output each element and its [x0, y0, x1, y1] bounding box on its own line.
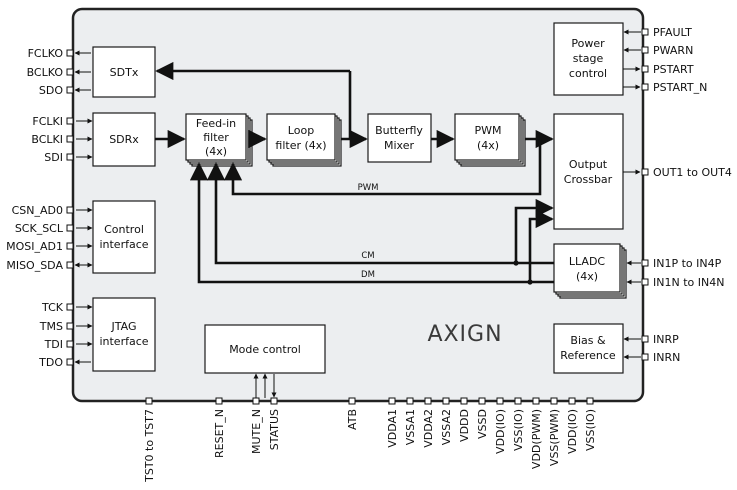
pin-vss-io-1: VSS(IO)	[512, 409, 525, 451]
pin-fclki: FCLKI	[32, 115, 63, 128]
loop-filter-block	[266, 113, 342, 167]
pin-pwarn: PWARN	[653, 44, 693, 57]
feed-in-label-3: (4x)	[205, 145, 227, 158]
pin-tdo: TDO	[38, 356, 63, 369]
loop-filter-label-1: Loop	[288, 124, 314, 137]
pwm-signal-label: PWM	[358, 183, 379, 193]
pin-vss-pwm: VSS(PWM)	[548, 409, 561, 466]
butterfly-mixer-block	[367, 113, 432, 163]
pin-bclko: BCLKO	[27, 66, 64, 79]
pin-tms: TMS	[39, 320, 63, 333]
power-stage-control-block	[553, 22, 624, 96]
pin-out1-to-out4: OUT1 to OUT4	[653, 166, 732, 179]
butterfly-label-2: Mixer	[384, 139, 414, 152]
pin-pstart-n: PSTART_N	[653, 81, 707, 94]
power-label-1: Power	[571, 37, 605, 50]
pin-mosi-ad1: MOSI_AD1	[6, 240, 63, 253]
pin-tck: TCK	[41, 301, 64, 314]
pin-status: STATUS	[268, 409, 281, 450]
left-pin-labels: FCLKO BCLKO SDO FCLKI BCLKI SDI CSN_AD0 …	[6, 47, 64, 369]
jtag-interface-block	[92, 297, 156, 372]
lladc-block	[553, 243, 627, 299]
pwm-label-2: (4x)	[477, 139, 499, 152]
dm-signal-label: DM	[361, 270, 375, 280]
pin-miso-sda: MISO_SDA	[6, 259, 63, 272]
left-pins	[66, 49, 93, 366]
feed-in-filter-block	[185, 113, 253, 167]
pin-vssa2: VSSA2	[440, 409, 453, 445]
pin-atb: ATB	[346, 409, 359, 430]
pin-csn-ad0: CSN_AD0	[12, 204, 63, 217]
pin-fclko: FCLKO	[28, 47, 64, 60]
pin-tdi: TDI	[44, 338, 63, 351]
pin-vddd: VDDD	[458, 409, 471, 442]
pin-tst0-to-tst7: TST0 to TST7	[143, 409, 156, 483]
sdrx-label: SDRx	[109, 133, 139, 146]
bias-reference-block	[553, 323, 624, 374]
cm-junction	[513, 260, 519, 266]
pin-mute-n: MUTE_N	[250, 409, 263, 454]
sdtx-block	[92, 46, 156, 98]
pwm-label-1: PWM	[474, 124, 501, 137]
cm-feedback-wire	[206, 162, 554, 265]
pin-vdd-io-2: VDD(IO)	[566, 409, 579, 454]
pwm-feedback-wire	[223, 139, 542, 196]
control-label-1: Control	[104, 223, 144, 236]
right-pin-labels: PFAULT PWARN PSTART PSTART_N OUT1 to OUT…	[653, 26, 732, 364]
cm-to-crossbar-wire	[514, 198, 554, 263]
crossbar-label-1: Output	[569, 158, 608, 171]
pin-vdda1: VDDA1	[386, 409, 399, 448]
butterfly-label-1: Butterfly	[375, 124, 423, 137]
mode-control-label: Mode control	[229, 343, 301, 356]
pin-sck-scl: SCK_SCL	[15, 222, 64, 235]
jtag-label-2: interface	[99, 335, 148, 348]
loop-filter-label-2: filter (4x)	[275, 139, 326, 152]
output-crossbar-block	[553, 113, 624, 230]
pin-pfault: PFAULT	[653, 26, 692, 39]
pin-in1p-to-in4p: IN1P to IN4P	[653, 257, 722, 270]
bias-label-1: Bias &	[570, 334, 606, 347]
pwm-block	[454, 113, 526, 167]
dm-feedback-wire	[189, 162, 554, 284]
cm-signal-label: CM	[361, 251, 374, 261]
sdtx-label: SDTx	[110, 66, 139, 79]
feed-in-label-1: Feed-in	[196, 117, 236, 130]
sdrx-block	[92, 112, 156, 167]
power-label-3: control	[569, 67, 607, 80]
right-pins	[623, 28, 649, 361]
feed-in-label-2: filter	[203, 131, 229, 144]
pin-sdi: SDI	[44, 151, 63, 164]
pin-vss-io-2: VSS(IO)	[584, 409, 597, 451]
dm-junction	[527, 279, 533, 285]
lladc-label-2: (4x)	[576, 270, 598, 283]
pin-inrn: INRN	[653, 351, 680, 364]
jtag-label-1: JTAG	[111, 320, 137, 333]
axign-logo: AXIGN	[427, 322, 502, 347]
pin-vssd: VSSD	[476, 409, 489, 439]
bottom-pin-labels: TST0 to TST7 RESET_N MUTE_N STATUS ATB V…	[143, 409, 597, 483]
crossbar-label-2: Crossbar	[564, 173, 613, 186]
pin-reset-n: RESET_N	[213, 409, 226, 458]
dm-to-crossbar-wire	[528, 209, 554, 282]
control-interface-block	[92, 200, 156, 274]
lladc-label-1: LLADC	[569, 255, 606, 268]
pin-pstart: PSTART	[653, 63, 694, 76]
chip-outline	[71, 7, 645, 403]
mode-control-block	[204, 324, 326, 374]
pin-vssa1: VSSA1	[404, 409, 417, 445]
control-label-2: interface	[99, 238, 148, 251]
bias-label-2: Reference	[560, 349, 616, 362]
bottom-pins	[145, 373, 594, 405]
pin-bclki: BCLKI	[31, 133, 63, 146]
pin-vdd-io-1: VDD(IO)	[494, 409, 507, 454]
pin-sdo: SDO	[39, 84, 63, 97]
power-label-2: stage	[573, 52, 604, 65]
pin-vdd-pwm: VDD(PWM)	[530, 409, 543, 469]
pin-in1n-to-in4n: IN1N to IN4N	[653, 276, 724, 289]
pin-inrp: INRP	[653, 333, 679, 346]
pin-vdda2: VDDA2	[422, 409, 435, 448]
